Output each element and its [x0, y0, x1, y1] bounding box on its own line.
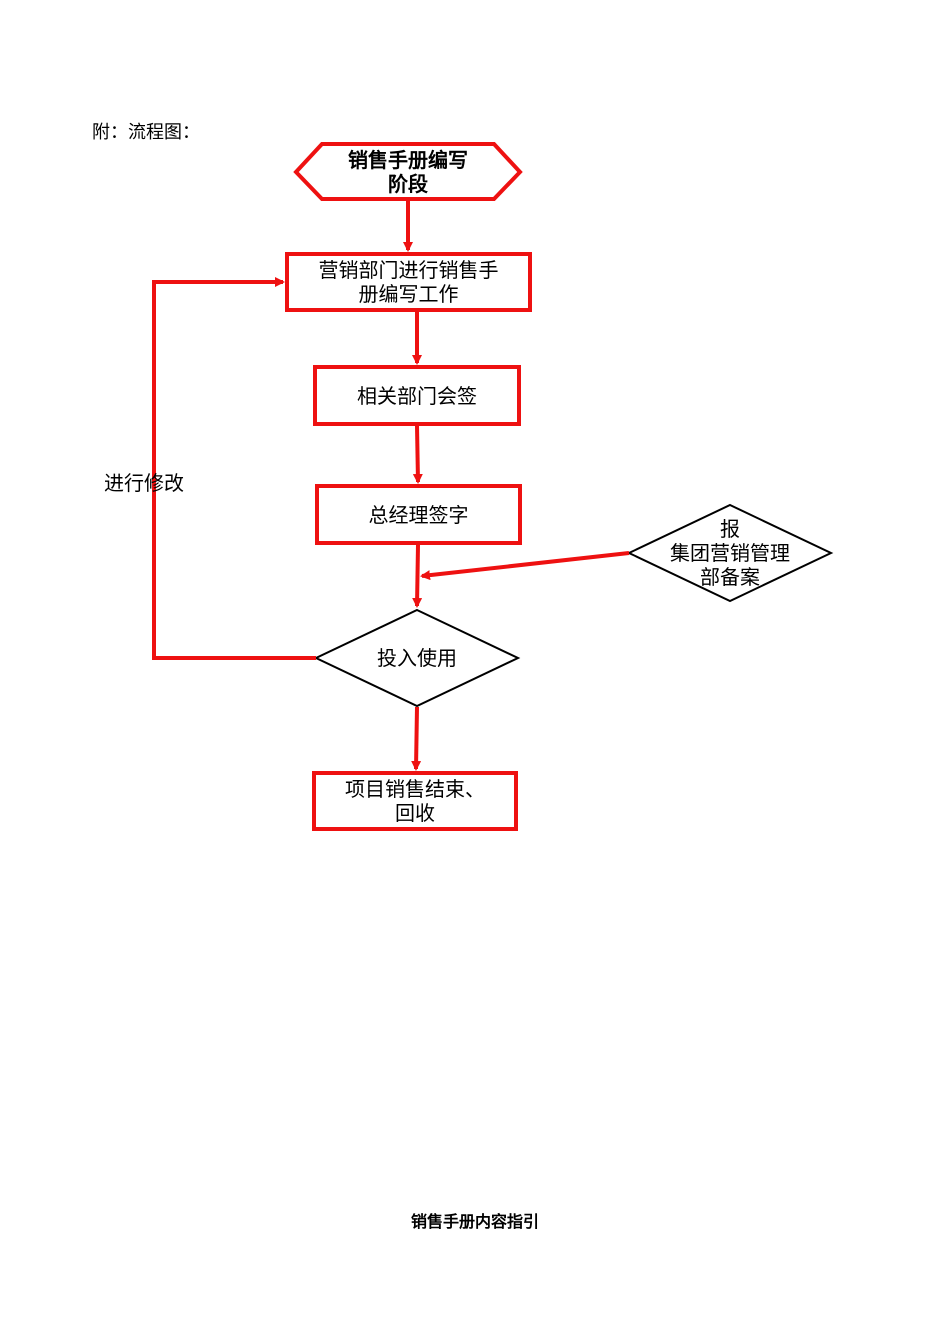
- use-node-label: 投入使用: [377, 646, 457, 670]
- arrow-gm-to-use: [412, 544, 423, 608]
- page-caption: 附：流程图：: [92, 122, 200, 143]
- footer-title: 销售手册内容指引: [410, 1212, 539, 1231]
- report-diamond-shape: [626, 503, 834, 603]
- countersign-node-label: 相关部门会签: [357, 383, 477, 408]
- end-node-label: 项目销售结束、 回收: [345, 777, 485, 825]
- use-diamond-shape: [313, 608, 521, 708]
- start-hexagon-shape: [293, 142, 523, 201]
- arrow-use-to-end: [411, 706, 422, 771]
- countersign-box-shape: [313, 365, 521, 426]
- end-box-shape: [312, 771, 518, 831]
- start-node-label: 销售手册编写 阶段: [348, 148, 468, 196]
- report-node-label: 报 集团营销管理 部备案: [670, 517, 790, 589]
- compile-box-shape: [285, 252, 532, 312]
- gm-sign-box-shape: [315, 484, 522, 545]
- arrow-report-to-line: [420, 551, 630, 581]
- compile-node-label: 营销部门进行销售手 册编写工作: [318, 258, 499, 306]
- gm-sign-node-label: 总经理签字: [368, 502, 469, 527]
- arrow-countersign-to-gm: [412, 425, 423, 484]
- loop-label: 进行修改: [104, 471, 184, 495]
- arrow-loop-back: [152, 277, 316, 660]
